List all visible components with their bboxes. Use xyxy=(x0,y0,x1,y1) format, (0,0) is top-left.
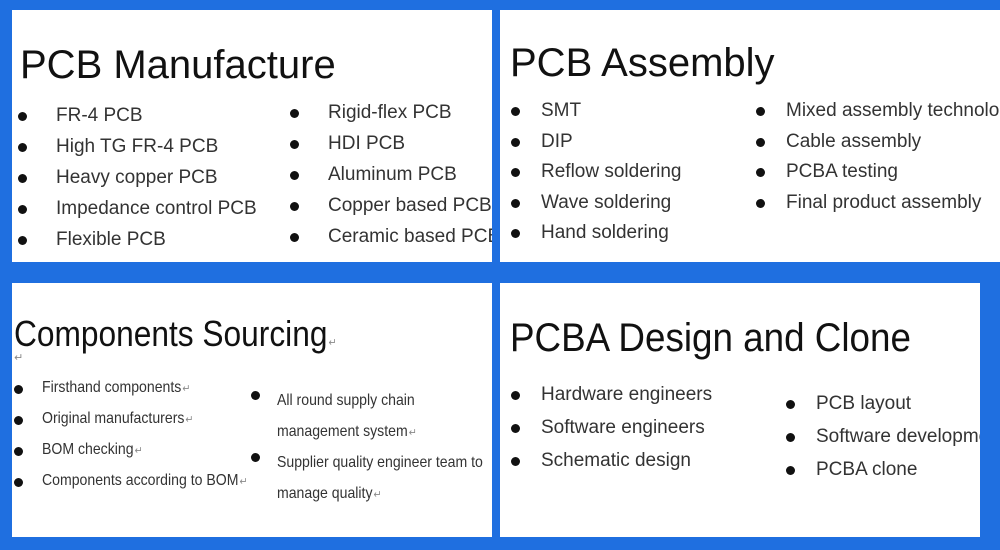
list-item: Firsthand components↵ xyxy=(14,379,254,411)
bullet-icon xyxy=(18,205,27,214)
list-item: PCBA clone xyxy=(786,459,980,493)
pcb-manufacture-panel: PCB Manufacture FR-4 PCB High TG FR-4 PC… xyxy=(12,10,492,262)
list-item: Final product assembly xyxy=(756,192,1000,224)
paragraph-mark-icon: ↵ xyxy=(239,476,248,488)
list-item: Original manufacturers↵ xyxy=(14,410,254,442)
list-item: Mixed assembly technologies xyxy=(756,100,1000,132)
list-item: High TG FR-4 PCB xyxy=(18,136,258,168)
list-item: Flexible PCB xyxy=(18,229,258,261)
bullet-icon xyxy=(511,424,520,433)
components-sourcing-list-left: Firsthand components↵ Original manufactu… xyxy=(14,379,254,504)
list-item: SMT xyxy=(511,100,731,132)
bullet-icon xyxy=(511,198,520,208)
bullet-icon xyxy=(290,202,299,211)
bullet-icon xyxy=(14,416,23,425)
pcb-assembly-title: PCB Assembly xyxy=(510,40,775,85)
list-item: PCB layout xyxy=(786,393,980,427)
bullet-icon xyxy=(511,107,520,116)
list-item: Hand soldering xyxy=(511,222,731,254)
list-item: Heavy copper PCB xyxy=(18,167,258,199)
list-item: Supplier quality engineer team to manage… xyxy=(251,449,491,511)
bullet-icon xyxy=(786,400,795,409)
paragraph-mark-icon: ↵ xyxy=(182,383,191,395)
pcba-design-panel: PCBA Design and Clone Hardware engineers… xyxy=(500,283,980,537)
bullet-icon xyxy=(251,391,260,400)
bullet-icon xyxy=(756,168,765,177)
list-item: PCBA testing xyxy=(756,161,1000,193)
components-sourcing-title: Components Sourcing↵ xyxy=(14,313,337,355)
paragraph-mark-icon: ↵ xyxy=(373,489,382,501)
list-item: Software development xyxy=(786,426,980,460)
bullet-icon xyxy=(756,107,765,116)
pcb-manufacture-title: PCB Manufacture xyxy=(20,42,336,87)
paragraph-mark-icon: ↵ xyxy=(185,414,194,426)
bullet-icon xyxy=(14,447,23,456)
bullet-icon xyxy=(290,233,299,242)
list-item: All round supply chain management system… xyxy=(251,387,491,449)
bullet-icon xyxy=(786,466,795,475)
bullet-icon xyxy=(18,174,27,183)
list-item: Hardware engineers xyxy=(511,384,751,418)
bullet-icon xyxy=(290,171,299,180)
list-item: Schematic design xyxy=(511,450,751,484)
pcba-design-list-left: Hardware engineers Software engineers Sc… xyxy=(511,384,751,484)
bullet-icon xyxy=(251,453,260,462)
bullet-icon xyxy=(786,433,795,442)
bullet-icon xyxy=(756,198,765,208)
bullet-icon xyxy=(18,143,27,152)
bullet-icon xyxy=(511,168,520,177)
list-item: HDI PCB xyxy=(290,133,490,165)
list-item: Copper based PCB xyxy=(290,195,492,227)
bullet-icon xyxy=(14,478,23,487)
pcb-manufacture-list-left: FR-4 PCB High TG FR-4 PCB Heavy copper P… xyxy=(18,105,258,261)
list-item: Software engineers xyxy=(511,417,751,451)
bullet-icon xyxy=(290,140,299,149)
list-item: BOM checking↵ xyxy=(14,441,254,473)
bullet-icon xyxy=(756,137,765,147)
list-item: Cable assembly xyxy=(756,131,1000,163)
pcb-manufacture-list-right: Rigid-flex PCB HDI PCB Aluminum PCB Copp… xyxy=(290,102,492,258)
bullet-icon xyxy=(511,457,520,466)
components-sourcing-list-right: All round supply chain management system… xyxy=(251,387,491,511)
pcb-assembly-list-left: SMT DIP Reflow soldering Wave soldering … xyxy=(511,100,731,254)
list-item: Rigid-flex PCB xyxy=(290,102,490,134)
list-item: Impedance control PCB xyxy=(18,198,258,230)
paragraph-mark-icon: ↵ xyxy=(134,445,143,457)
list-item: Ceramic based PCB xyxy=(290,226,492,258)
list-item: DIP xyxy=(511,131,731,163)
bullet-icon xyxy=(14,385,23,394)
bullet-icon xyxy=(511,137,520,147)
paragraph-mark-icon: ↵ xyxy=(408,427,417,439)
bullet-icon xyxy=(18,112,27,121)
list-item: Components according to BOM↵ xyxy=(14,472,254,504)
list-item: Reflow soldering xyxy=(511,161,731,193)
pcb-assembly-list-right: Mixed assembly technologies Cable assemb… xyxy=(756,100,1000,224)
bullet-icon xyxy=(511,229,520,238)
components-sourcing-panel: Components Sourcing↵ ↵ Firsthand compone… xyxy=(12,283,492,537)
bullet-icon xyxy=(18,236,27,245)
pcba-design-list-right: PCB layout Software development PCBA clo… xyxy=(786,393,980,493)
list-item: FR-4 PCB xyxy=(18,105,258,137)
paragraph-mark-icon: ↵ xyxy=(14,352,24,364)
pcb-assembly-panel: PCB Assembly SMT DIP Reflow soldering Wa… xyxy=(500,10,1000,262)
bullet-icon xyxy=(290,109,299,118)
paragraph-mark-icon: ↵ xyxy=(328,337,337,350)
list-item: Aluminum PCB xyxy=(290,164,490,196)
list-item: Wave soldering xyxy=(511,192,731,224)
pcba-design-title: PCBA Design and Clone xyxy=(510,315,911,360)
bullet-icon xyxy=(511,391,520,400)
